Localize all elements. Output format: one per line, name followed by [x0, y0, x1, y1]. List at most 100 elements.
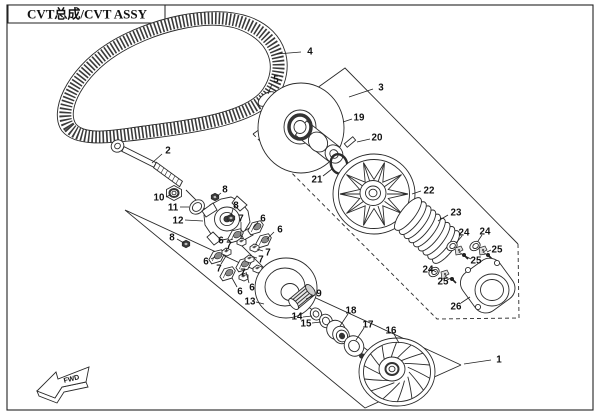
callout-leader-22 [411, 190, 422, 195]
callout-6: 6 [218, 236, 224, 247]
callout-leader-21 [322, 168, 333, 177]
callout-leader-7 [220, 255, 227, 265]
title-block: CVT总成/CVT ASSY [7, 4, 166, 24]
callout-6: 6 [237, 287, 243, 298]
callout-leader-4 [276, 51, 302, 55]
callout-3: 3 [378, 83, 384, 94]
callout-leader-6 [231, 277, 238, 288]
callout-leader-20 [356, 138, 371, 143]
clutch-housing-26 [459, 257, 516, 314]
driven-movable-face-22 [332, 153, 416, 235]
callout-7: 7 [226, 241, 232, 252]
callout-leader-8 [230, 208, 234, 217]
splined-sleeve-9 [288, 284, 316, 310]
slider-7 [249, 243, 260, 253]
pin-20 [343, 136, 357, 148]
nut-8 [210, 192, 220, 202]
callout-8: 8 [233, 201, 239, 212]
callout-25: 25 [438, 277, 449, 288]
callout-13: 13 [245, 297, 256, 308]
callout-7: 7 [240, 268, 246, 279]
callout-18: 18 [346, 306, 357, 317]
callout-22: 22 [424, 186, 435, 197]
callout-20: 20 [372, 133, 383, 144]
title-box [7, 4, 166, 24]
callout-leader-10 [165, 194, 171, 198]
callout-leader-25 [464, 255, 472, 260]
callout-leader-24 [477, 234, 483, 242]
callout-7: 7 [238, 214, 244, 225]
callout-leader-25 [446, 277, 452, 281]
page-border [6, 4, 594, 411]
callout-19: 19 [354, 113, 365, 124]
callout-leader-2 [151, 153, 163, 164]
callout-leader-7 [225, 247, 228, 252]
callout-26: 26 [451, 302, 462, 313]
callout-9: 9 [316, 289, 322, 300]
callout-6: 6 [260, 214, 266, 225]
callout-leader-6 [253, 221, 259, 228]
fwd-label: FWD [63, 374, 80, 385]
callout-leader-6 [226, 238, 234, 242]
callout-25: 25 [471, 256, 482, 267]
callout-7: 7 [216, 264, 222, 275]
slider-7 [244, 254, 255, 264]
driven-fixed-face-19 [257, 82, 345, 174]
callout-2: 2 [165, 146, 171, 157]
callout-6: 6 [203, 257, 209, 268]
callout-24: 24 [480, 227, 491, 238]
callout-leader-16 [393, 333, 400, 344]
callout-leader-25 [486, 249, 492, 253]
callout-leader-6 [245, 271, 250, 284]
nut-8 [181, 239, 191, 249]
clip-25 [454, 245, 464, 256]
callout-6: 6 [249, 283, 255, 294]
callout-leader-1 [463, 359, 492, 365]
callout-7: 7 [265, 248, 271, 259]
clip-25 [478, 245, 488, 256]
callout-8: 8 [169, 233, 175, 244]
callout-17: 17 [363, 320, 374, 331]
callout-24: 24 [423, 265, 434, 276]
callout-leader-26 [460, 296, 471, 304]
callout-leader-17 [355, 327, 365, 341]
callout-12: 12 [173, 216, 184, 227]
callout-leader-8 [176, 238, 185, 244]
collar-17 [343, 335, 365, 359]
callout-leader-6 [210, 256, 216, 260]
callout-leader-9 [305, 295, 314, 300]
callout-7: 7 [258, 255, 264, 266]
callout-leader-5 [267, 83, 273, 95]
callout-10: 10 [154, 193, 165, 204]
callout-leader-12 [184, 219, 204, 222]
callout-4: 4 [307, 47, 313, 58]
spider-12 [201, 195, 254, 246]
belt-teeth [59, 12, 285, 143]
washer-11 [189, 199, 205, 215]
callout-25: 25 [492, 245, 503, 256]
callout-leader-18 [339, 313, 349, 327]
cvt-belt [57, 11, 288, 144]
callout-15: 15 [301, 319, 312, 330]
callout-leader-7 [251, 256, 258, 259]
bolt-threads [153, 162, 183, 187]
page-title: CVT总成/CVT ASSY [27, 7, 148, 22]
bearing-ring [287, 113, 313, 141]
callout-8: 8 [222, 185, 228, 196]
callout-leader-8 [215, 192, 222, 198]
callout-leader-23 [437, 214, 449, 222]
callout-leader-13 [255, 301, 265, 305]
callout-5: 5 [273, 75, 279, 86]
washer-14 [309, 307, 323, 321]
callout-leader-24 [455, 235, 463, 244]
nut-10 [166, 184, 182, 202]
fwd-arrow: FWD [36, 366, 90, 404]
wheel-spokes [339, 162, 409, 226]
callout-24: 24 [459, 228, 470, 239]
callout-leader-14 [302, 315, 313, 318]
callout-21: 21 [312, 175, 323, 186]
callout-leader-6 [266, 231, 275, 240]
callout-16: 16 [386, 326, 397, 337]
